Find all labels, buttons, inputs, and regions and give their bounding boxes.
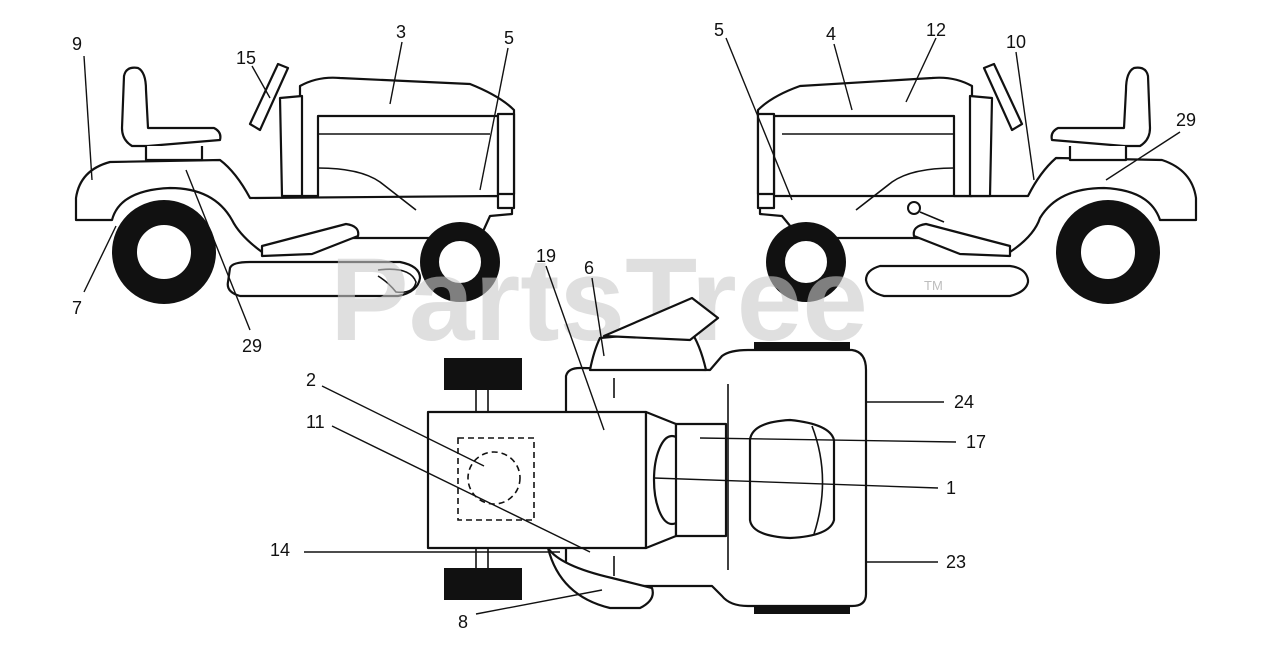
callout-17: 17 [966, 432, 986, 452]
callout-5b: 5 [714, 20, 724, 40]
leader-19 [545, 265, 605, 431]
callout-9: 9 [72, 34, 82, 54]
seat [120, 66, 222, 148]
tractor-right-side-view: 5 4 12 10 29 [714, 20, 1198, 304]
leader-9 [83, 55, 93, 181]
callout-5a: 5 [504, 28, 514, 48]
hood-lower-line [317, 167, 417, 211]
key-icon [907, 201, 945, 223]
leader-17 [699, 437, 957, 443]
seat-post-right [1068, 146, 1128, 162]
callout-1: 1 [946, 478, 956, 498]
gas-cap-outline [467, 451, 521, 505]
leader-1 [653, 477, 939, 489]
leader-8 [475, 589, 603, 615]
hood-right [756, 76, 974, 210]
rear-tire-top [444, 358, 522, 390]
steering-column-right [968, 94, 994, 198]
leader-29b [1105, 131, 1181, 181]
rear-axle-top [475, 390, 489, 412]
mower-deck [226, 260, 422, 298]
callout-14: 14 [270, 540, 290, 560]
leader-2 [321, 385, 485, 467]
leader-10 [1015, 51, 1035, 181]
callout-6: 6 [584, 258, 594, 278]
front-hub-right [783, 239, 829, 285]
callout-7: 7 [72, 298, 82, 318]
leader-6 [591, 277, 605, 357]
callout-12: 12 [926, 20, 946, 40]
callout-24: 24 [954, 392, 974, 412]
callout-4: 4 [826, 24, 836, 44]
hood-top [426, 410, 648, 550]
hood-grille-right [756, 112, 776, 196]
leader-12 [905, 37, 937, 103]
leader-5a [479, 47, 509, 191]
leader-29a [185, 169, 251, 331]
deck-chute [377, 268, 417, 294]
foot-pedal [260, 222, 360, 258]
rear-tire-bottom [444, 568, 522, 600]
seat-post [144, 146, 204, 162]
callout-15: 15 [236, 48, 256, 68]
callout-19: 19 [536, 246, 556, 266]
callout-29a: 29 [242, 336, 262, 356]
watermark-trademark: TM [924, 278, 943, 293]
callout-2: 2 [306, 370, 316, 390]
seat-back-top [602, 296, 720, 342]
callout-10: 10 [1006, 32, 1026, 52]
leader-5b [725, 37, 793, 201]
discharge-chute [546, 546, 654, 610]
tractor-top-view: 19 6 2 11 14 24 17 1 23 8 [270, 246, 986, 632]
rear-hub-right [1079, 223, 1137, 281]
front-hub-left [437, 239, 483, 285]
leader-3 [389, 41, 403, 105]
leader-11 [331, 425, 591, 553]
steering-wheel-right [982, 62, 1024, 132]
rear-axle-bottom [475, 548, 489, 568]
hood-lower-line-right [855, 167, 955, 211]
hood-grille [496, 112, 516, 196]
tractor-left-side-view: 9 15 3 5 7 29 [72, 22, 516, 356]
mower-deck-right [864, 264, 1030, 298]
callout-29b: 29 [1176, 110, 1196, 130]
callout-3: 3 [396, 22, 406, 42]
callout-23: 23 [946, 552, 966, 572]
leader-4 [833, 43, 853, 111]
hood [298, 76, 516, 210]
leader-15 [251, 65, 271, 99]
foot-pedal-right [912, 222, 1012, 258]
seat-right [1050, 66, 1152, 148]
seat-back-edge [811, 425, 824, 535]
leader-7 [83, 225, 117, 293]
callout-11: 11 [306, 412, 325, 432]
engine-outline [457, 437, 535, 521]
callout-8: 8 [458, 612, 468, 632]
seat-top [748, 418, 836, 540]
steering-column [278, 94, 304, 198]
rear-hub-left [135, 223, 193, 281]
